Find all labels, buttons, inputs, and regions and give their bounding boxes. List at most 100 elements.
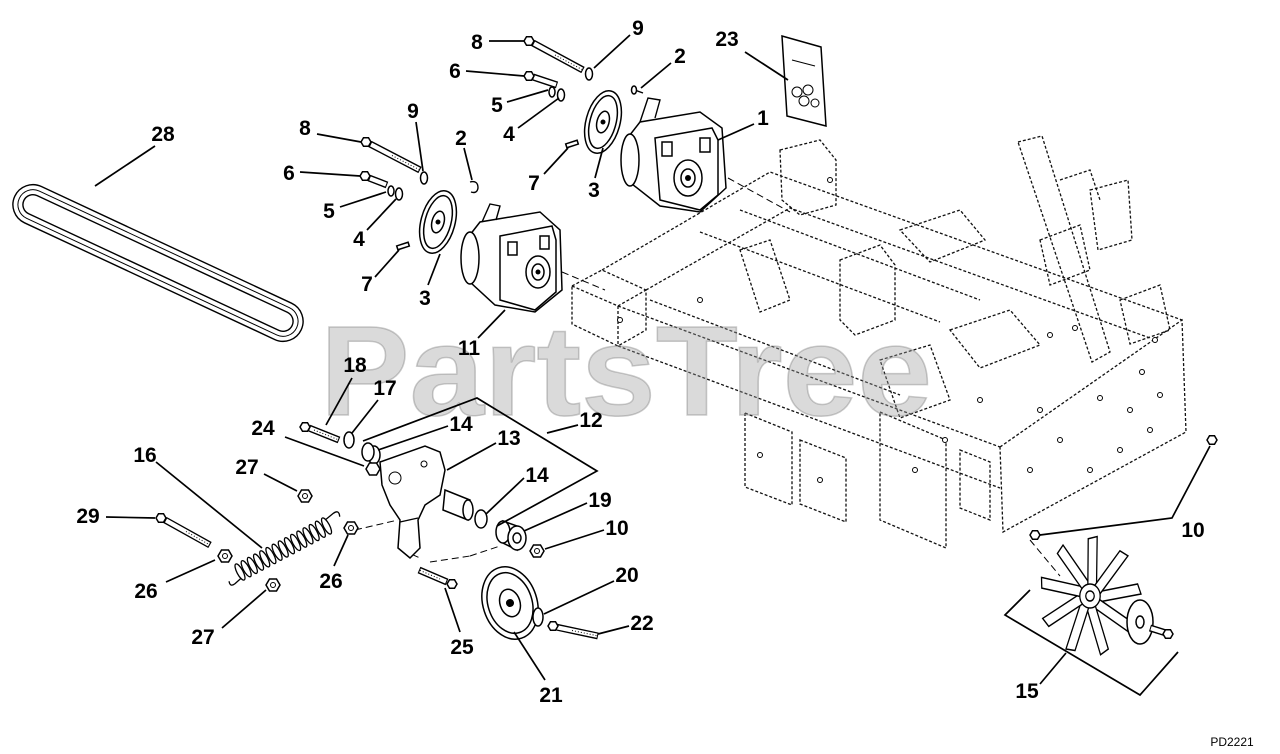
leader-line-24 xyxy=(284,436,365,467)
leader-line-5-lower xyxy=(339,191,387,208)
spacer-19 xyxy=(495,519,527,552)
callout-10-right: 10 xyxy=(1181,519,1204,542)
bolt-25 xyxy=(417,566,458,590)
diagram-code: PD2221 xyxy=(1210,735,1254,749)
washer-4-upper xyxy=(556,88,566,102)
callout-22: 22 xyxy=(630,612,653,635)
leader-line-9-lower xyxy=(415,121,424,172)
leader-line-6-lower xyxy=(299,171,361,177)
leader-line-5-upper xyxy=(506,89,549,103)
nut-27-lower xyxy=(265,578,281,592)
leader-line-19 xyxy=(523,502,588,532)
leader-line-15 xyxy=(1039,652,1067,685)
hydro-pump-upper xyxy=(620,97,727,213)
leader-line-17 xyxy=(351,399,379,434)
callout-4-lower: 4 xyxy=(353,228,365,251)
leader-line-3-upper xyxy=(594,147,604,179)
callout-11: 11 xyxy=(458,337,481,360)
callout-8-lower: 8 xyxy=(299,117,311,140)
leader-line-27-lower xyxy=(221,589,267,629)
callout-16: 16 xyxy=(133,444,156,467)
leader-line-2-lower xyxy=(463,147,473,181)
callout-17: 17 xyxy=(373,377,396,400)
bolt-8-upper xyxy=(523,35,585,74)
callout-2-upper: 2 xyxy=(674,45,686,68)
washer-17 xyxy=(343,431,355,449)
fan-disc xyxy=(1126,599,1154,645)
leader-line-11 xyxy=(477,309,506,339)
alignment-centerlines xyxy=(354,177,1061,577)
fan-bolt xyxy=(1148,624,1174,640)
bolt-6-upper xyxy=(523,70,559,89)
leader-line-7-upper xyxy=(543,147,569,175)
washer-5-lower xyxy=(387,185,395,197)
washer-9-lower xyxy=(419,171,429,185)
leader-line-25 xyxy=(444,587,461,633)
key-7-lower xyxy=(395,241,411,251)
nut-10-lower xyxy=(529,544,545,558)
nut-10-frame-front xyxy=(1029,529,1041,541)
leader-line-10-lower xyxy=(544,529,605,550)
leader-line-14-lower xyxy=(485,477,525,515)
leader-line-26-left xyxy=(165,559,216,583)
leader-line-14-upper xyxy=(377,425,449,451)
leader-line-27-upper xyxy=(263,473,298,492)
callout-6-upper: 6 xyxy=(449,60,461,83)
callout-21: 21 xyxy=(539,684,563,707)
leader-line-12 xyxy=(546,424,579,434)
callout-23: 23 xyxy=(715,28,738,51)
leader-line-28 xyxy=(94,145,156,187)
washer-5-upper xyxy=(548,86,556,98)
leader-line-23 xyxy=(744,51,789,81)
leader-line-22 xyxy=(597,625,630,635)
bolt-29 xyxy=(155,512,212,549)
group-bracket-15 xyxy=(1003,589,1179,697)
callout-14-lower: 14 xyxy=(525,464,549,487)
nut-27-upper xyxy=(297,489,313,503)
bushing-14-lower xyxy=(474,509,488,529)
bolt-22 xyxy=(547,620,599,640)
leader-line-29 xyxy=(105,516,156,519)
washer-4-lower xyxy=(394,187,404,201)
callout-3-lower: 3 xyxy=(419,287,431,310)
idler-pulley-21 xyxy=(481,566,539,640)
leader-line-4-upper xyxy=(517,97,560,129)
callout-28: 28 xyxy=(151,123,175,146)
callout-5-upper: 5 xyxy=(491,94,503,117)
callout-2-lower: 2 xyxy=(455,127,467,150)
callout-7-upper: 7 xyxy=(528,172,540,195)
washer-20 xyxy=(532,607,544,627)
callout-9-upper: 9 xyxy=(632,17,644,40)
callout-3-upper: 3 xyxy=(588,179,600,202)
leader-line-16 xyxy=(155,461,263,549)
callout-13: 13 xyxy=(497,427,520,450)
leader-line-13 xyxy=(446,442,497,471)
cooling-fan xyxy=(1040,535,1142,656)
key-7-upper xyxy=(564,139,580,149)
leader-line-8-lower xyxy=(316,133,362,143)
callout-5-lower: 5 xyxy=(323,200,335,223)
decal-23 xyxy=(781,34,827,127)
leader-line-26-right xyxy=(333,534,349,567)
leader-line-7-lower xyxy=(374,249,400,278)
callout-19: 19 xyxy=(588,489,611,512)
nut-26-left xyxy=(217,549,233,563)
nut-10-frame-rear xyxy=(1206,434,1218,446)
leader-line-6-upper xyxy=(465,70,525,77)
leader-lines xyxy=(94,34,1211,697)
nut-24 xyxy=(365,462,381,476)
hydro-pump-lower xyxy=(460,203,563,313)
bolt-18 xyxy=(299,421,341,444)
callout-27-lower: 27 xyxy=(191,626,214,649)
pump-pulley-lower xyxy=(418,190,458,254)
callout-26-right: 26 xyxy=(319,570,342,593)
bolt-6-lower xyxy=(359,170,389,189)
nut-26-right xyxy=(343,521,359,535)
bolt-8-lower xyxy=(360,136,422,174)
callout-24: 24 xyxy=(251,417,275,440)
idler-arm-13 xyxy=(379,445,474,560)
callouts: 1 2 2 3 3 4 4 5 5 6 6 7 7 8 8 9 9 10 10 … xyxy=(76,17,1204,707)
pin-2-upper xyxy=(630,85,644,95)
callout-18: 18 xyxy=(343,354,367,377)
